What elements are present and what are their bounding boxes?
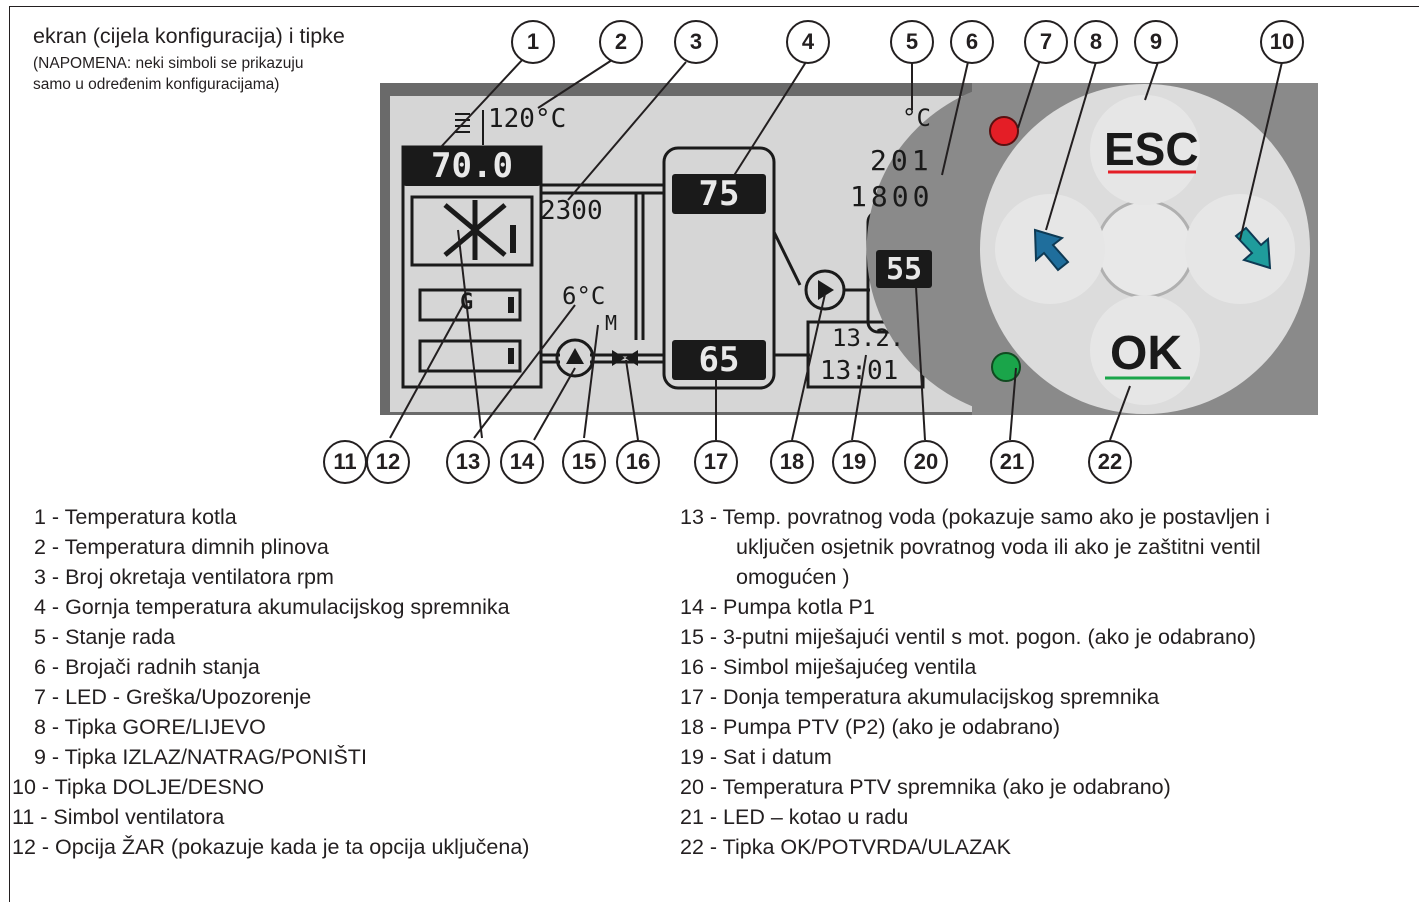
- legend-item: 16 - Simbol miješajućeg ventila: [680, 655, 977, 679]
- led-error-icon: [989, 116, 1019, 146]
- legend-item: 3 - Broj okretaja ventilatora rpm: [34, 565, 334, 589]
- figure-title: ekran (cijela konfiguracija) i tipke: [33, 24, 345, 48]
- callout-8: 8: [1074, 20, 1118, 64]
- legend-item: 15 - 3-putni miješajući ventil s mot. po…: [680, 625, 1257, 649]
- legend-item: 11 - Simbol ventilatora: [12, 805, 225, 829]
- counter-2: 1800: [850, 180, 934, 213]
- clock-date: 13.2.: [832, 324, 905, 352]
- mixing-valve-icon: [612, 350, 625, 366]
- mixer-label: M: [605, 311, 618, 335]
- callout-2: 2: [599, 20, 643, 64]
- legend-item: 14 - Pumpa kotla P1: [680, 595, 875, 619]
- legend-right: 13 - Temp. povratnog voda (pokazuje samo…: [680, 502, 1270, 862]
- callout-3: 3: [674, 20, 718, 64]
- ember-label: G: [460, 290, 474, 315]
- callout-22: 22: [1088, 440, 1132, 484]
- tank-outline: [662, 146, 776, 390]
- callout-20: 20: [904, 440, 948, 484]
- legend-item-continuation: omogućen ): [736, 565, 850, 589]
- fan-box: [410, 195, 534, 267]
- legend-item: 19 - Sat i datum: [680, 745, 832, 769]
- figure-frame: [9, 6, 1419, 902]
- return-temp: 6°C: [562, 282, 606, 310]
- callout-7: 7: [1024, 20, 1068, 64]
- figure-note-line-2: samo u određenim konfiguracijama): [33, 76, 280, 93]
- ember-box: [418, 288, 522, 322]
- fan-rpm: 2300: [540, 196, 603, 226]
- callout-15: 15: [562, 440, 606, 484]
- esc-button[interactable]: ESC: [1104, 123, 1199, 175]
- arrow-up-left-icon: [1033, 228, 1070, 272]
- legend-item: 6 - Brojači radnih stanja: [34, 655, 260, 679]
- legend-item: 10 - Tipka DOLJE/DESNO: [12, 775, 265, 799]
- legend-left: 1 - Temperatura kotla 2 - Temperatura di…: [12, 502, 529, 862]
- legend-item: 2 - Temperatura dimnih plinova: [34, 535, 329, 559]
- legend-item: 20 - Temperatura PTV spremnika (ako je o…: [680, 775, 1171, 799]
- callout-12: 12: [366, 440, 410, 484]
- legend-item: 4 - Gornja temperatura akumulacijskog sp…: [34, 595, 510, 619]
- boiler-temp: 70.0: [403, 146, 541, 186]
- boiler-pump-arrow: [566, 348, 584, 364]
- callout-21: 21: [990, 440, 1034, 484]
- legend-item-continuation: uključen osjetnik povratnog voda ili ako…: [736, 535, 1261, 559]
- callout-10: 10: [1260, 20, 1304, 64]
- callout-17: 17: [694, 440, 738, 484]
- legend-item: 1 - Temperatura kotla: [34, 505, 237, 529]
- legend-item: 12 - Opcija ŽAR (pokazuje kada je ta opc…: [12, 835, 530, 859]
- figure-note-line-1: (NAPOMENA: neki simboli se prikazuju: [33, 55, 304, 72]
- callout-13: 13: [446, 440, 490, 484]
- tank-bottom-temp: 65: [672, 340, 766, 380]
- ember-bar-icon: [508, 297, 514, 313]
- fan-icon: [443, 200, 507, 260]
- callout-4: 4: [786, 20, 830, 64]
- legend-item: 7 - LED - Greška/Upozorenje: [34, 685, 312, 709]
- callout-1: 1: [511, 20, 555, 64]
- flue-gas-temp: 120°C: [488, 104, 567, 134]
- legend-item: 22 - Tipka OK/POTVRDA/ULAZAK: [680, 835, 1011, 859]
- legend-item: 13 - Temp. povratnog voda (pokazuje samo…: [680, 505, 1271, 529]
- callout-19: 19: [832, 440, 876, 484]
- led-run-icon: [991, 352, 1021, 382]
- center-button: [1095, 199, 1195, 299]
- callout-18: 18: [770, 440, 814, 484]
- dhw-pump-icon: [804, 269, 846, 311]
- status-unit: °C: [902, 104, 931, 132]
- callout-9: 9: [1134, 20, 1178, 64]
- clock-time: 13:01: [820, 356, 899, 386]
- callout-14: 14: [500, 440, 544, 484]
- callout-16: 16: [616, 440, 660, 484]
- ok-button[interactable]: OK: [1110, 327, 1182, 380]
- legend-item: 8 - Tipka GORE/LIJEVO: [34, 715, 266, 739]
- legend-item: 5 - Stanje rada: [34, 625, 176, 649]
- legend-item: 9 - Tipka IZLAZ/NATRAG/PONIŠTI: [34, 745, 367, 769]
- counter-1: 201: [870, 144, 933, 177]
- callout-5: 5: [890, 20, 934, 64]
- dhw-temp: 55: [876, 250, 932, 288]
- legend-item: 21 - LED – kotao u radu: [680, 805, 909, 829]
- callout-11: 11: [323, 440, 367, 484]
- callout-6: 6: [950, 20, 994, 64]
- legend-item: 17 - Donja temperatura akumulacijskog sp…: [680, 685, 1160, 709]
- tank-top-temp: 75: [672, 174, 766, 214]
- legend-item: 18 - Pumpa PTV (P2) (ako je odabrano): [680, 715, 1061, 739]
